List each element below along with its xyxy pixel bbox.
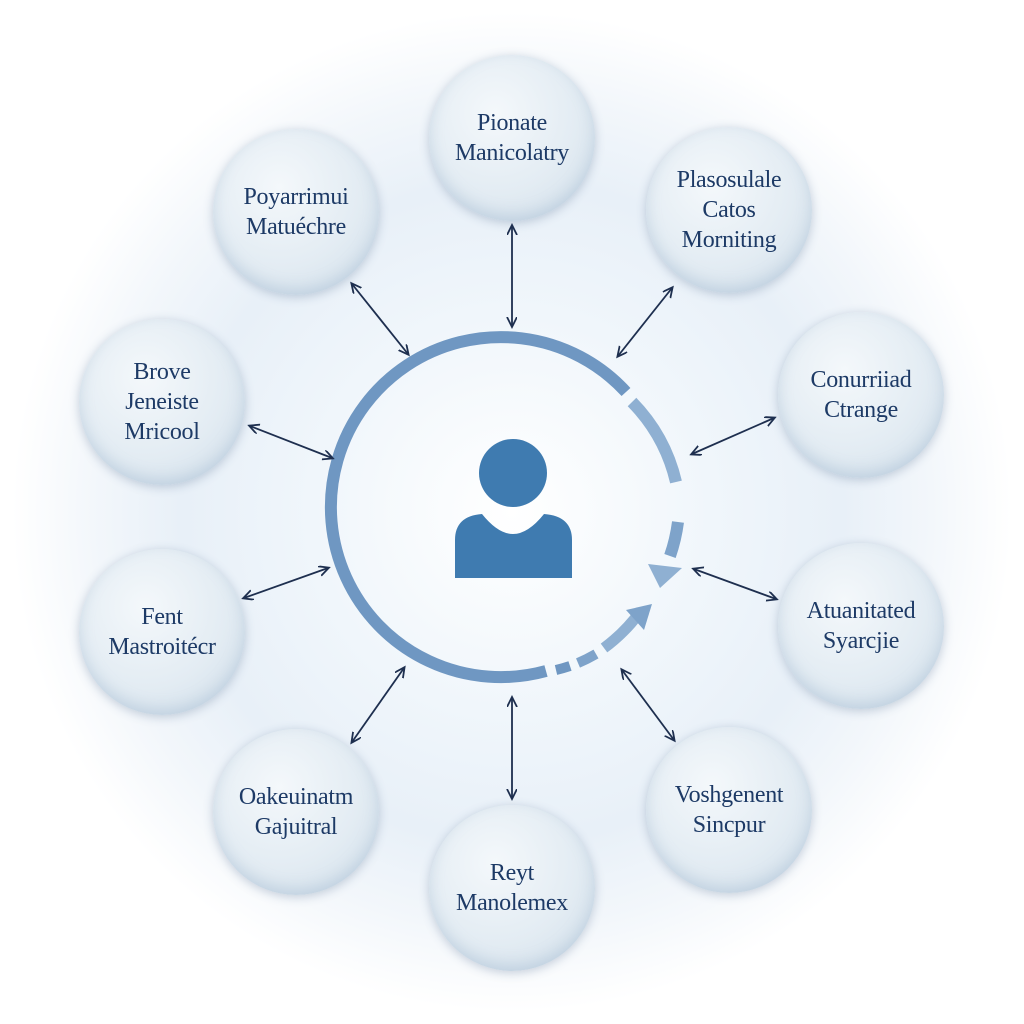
hub-ring-segment: [554, 661, 572, 675]
arrow-left-lower: [244, 568, 328, 598]
node-label-line: Pionate: [477, 110, 547, 136]
hub-ring-segment: [664, 521, 684, 558]
arrow-left-upper: [250, 426, 332, 458]
connector-arrows: [244, 226, 776, 798]
arrow-bottom-left: [352, 668, 404, 742]
arrow-right-lower: [694, 569, 776, 599]
node-label-line: Morniting: [681, 227, 777, 253]
arrow-top-left: [352, 284, 408, 354]
node-label-line: Plasosulale: [676, 167, 782, 193]
node-label-line: Ctrange: [824, 397, 898, 423]
arrow-top-right: [618, 288, 672, 356]
node-label-line: Brove: [133, 359, 191, 385]
node-label-line: Mricool: [124, 419, 200, 445]
node-label-line: Manolemex: [456, 890, 568, 916]
node-label-line: Manicolatry: [455, 140, 569, 166]
node-label-line: Oakeuinatm: [238, 784, 354, 810]
node-label-line: Matuéchre: [246, 214, 346, 240]
node-label-line: Gajuitral: [254, 814, 338, 840]
node-label-line: Reyt: [489, 860, 535, 886]
arrow-bottom-right: [622, 670, 674, 740]
node-label-line: Jeneiste: [125, 389, 199, 415]
user-icon: [455, 439, 572, 578]
node-label-line: Voshgenent: [674, 782, 784, 808]
hub-ring-segment: [627, 397, 682, 484]
ring-arrowhead: [648, 564, 682, 588]
hub-ring-segment: [575, 649, 599, 668]
node-label-line: Mastroitécr: [108, 634, 216, 660]
hub-ring: [324, 331, 631, 684]
node-label-line: Fent: [141, 604, 183, 630]
ring-arrowhead: [626, 604, 652, 630]
node-label-line: Syarcjie: [822, 628, 900, 654]
node-label-line: Sincpur: [692, 812, 766, 838]
node-label-line: Conurriiad: [810, 367, 912, 393]
node-label-line: Catos: [702, 197, 756, 223]
arrow-right-upper: [692, 418, 774, 454]
node-label-line: Poyarrimui: [243, 184, 349, 210]
node-label-line: Atuanitated: [806, 598, 916, 624]
